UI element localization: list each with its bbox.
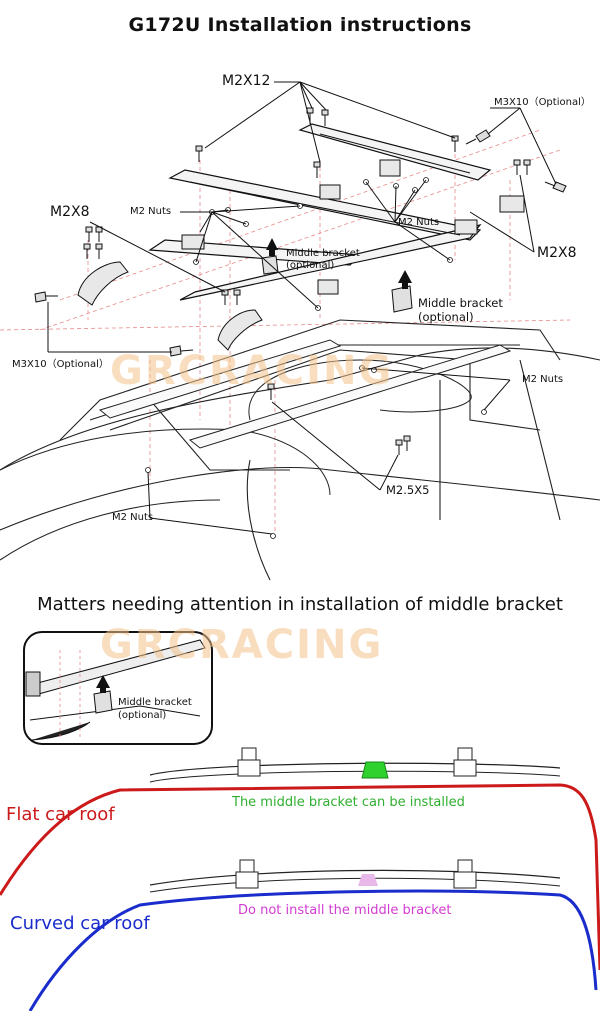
label-middle-bracket-large-line2: (optional) bbox=[418, 310, 474, 324]
curved-roof-illustration bbox=[28, 859, 598, 1011]
roof-cutaway-curve bbox=[0, 428, 331, 496]
label-m2-nuts-lower-left: M2 Nuts bbox=[112, 512, 154, 523]
crossbar-details bbox=[189, 133, 471, 236]
flat-roof-illustration bbox=[0, 747, 600, 971]
screws bbox=[83, 107, 531, 455]
flat-roof-note: The middle bracket can be installed bbox=[232, 795, 465, 810]
label-middle-bracket-large-line1: Middle bracket bbox=[418, 296, 503, 310]
label-middle-bracket-small-line1: Middle bracket bbox=[286, 248, 360, 259]
label-middle-bracket-small-line2: (optional) bbox=[286, 260, 335, 271]
optional-screws bbox=[34, 129, 567, 357]
label-m2x8-left: M2X8 bbox=[50, 204, 90, 220]
inset-label-line1: Middle bracket bbox=[118, 697, 192, 708]
section-title: Matters needing attention in installatio… bbox=[37, 594, 563, 615]
label-middle-bracket-large: Middle bracket (optional) bbox=[418, 296, 503, 324]
label-m2-nuts-right: M2 Nuts bbox=[522, 374, 564, 385]
inset-middle-bracket-label: Middle bracket (optional) bbox=[118, 696, 192, 722]
bracket-arrows bbox=[266, 238, 412, 289]
flat-roof-label: Flat car roof bbox=[6, 804, 115, 825]
page-title: G172U Installation instructions bbox=[128, 14, 472, 36]
label-m3x10-optional-top: M3X10（Optional） bbox=[494, 97, 591, 108]
watermark-logo-section: GRCRACING bbox=[100, 622, 384, 668]
label-middle-bracket-small: Middle bracket (optional) bbox=[286, 248, 360, 272]
inset-label-line2: (optional) bbox=[118, 710, 167, 721]
watermark-logo: GRCRACING bbox=[110, 348, 394, 394]
label-m2-nuts-upper-center: M2 Nuts bbox=[398, 217, 440, 228]
roof-rails bbox=[98, 339, 512, 449]
label-m2-nuts-upper-left: M2 Nuts bbox=[130, 206, 172, 217]
curved-roof-note: Do not install the middle bracket bbox=[238, 903, 452, 918]
leader-lines bbox=[47, 81, 557, 535]
label-m2-5x5: M2.5X5 bbox=[386, 483, 430, 497]
alignment-guides bbox=[0, 129, 571, 540]
label-m3x10-optional-left: M3X10（Optional） bbox=[12, 359, 109, 370]
label-m2x12: M2X12 bbox=[222, 73, 271, 89]
label-m2x8-right: M2X8 bbox=[537, 245, 577, 261]
curved-roof-label: Curved car roof bbox=[10, 913, 150, 934]
inset-detail bbox=[23, 631, 213, 745]
mount-feet bbox=[77, 159, 525, 351]
